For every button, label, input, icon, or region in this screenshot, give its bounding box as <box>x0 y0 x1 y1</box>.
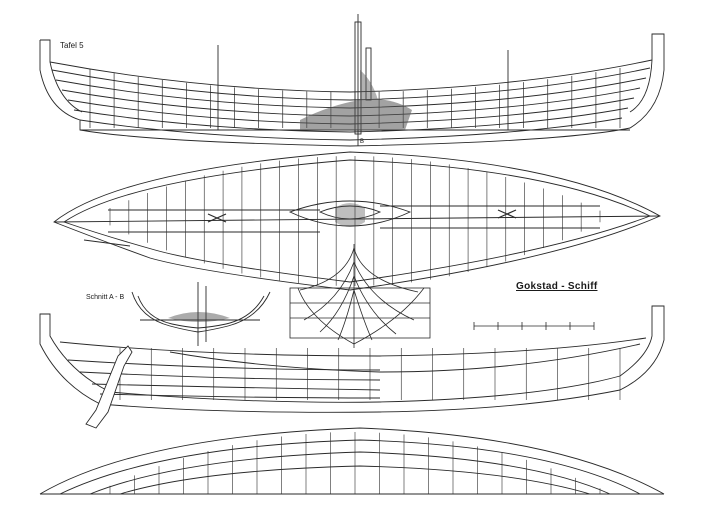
section-mark: B <box>360 139 365 145</box>
plate-label: Tafel 5 <box>60 41 84 50</box>
section-label: Schnitt A - B <box>86 294 125 301</box>
drawing-title: Gokstad - Schiff <box>516 281 598 292</box>
